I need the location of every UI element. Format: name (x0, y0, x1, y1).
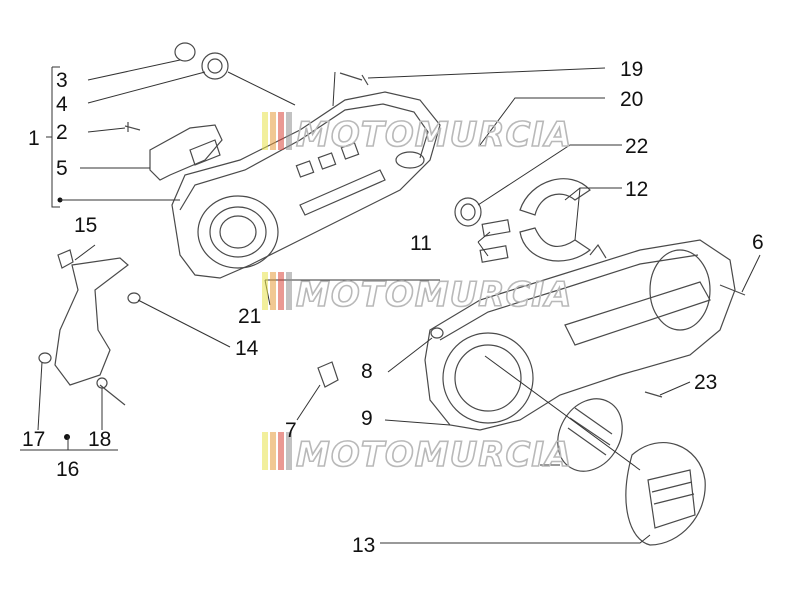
callout-3: 3 (56, 69, 68, 92)
callout-4: 4 (56, 93, 68, 116)
callout-17: 17 (22, 428, 45, 451)
watermark-text: MOTOMURCIA (296, 435, 572, 475)
callout-6: 6 (752, 231, 764, 254)
screw-19-drawing (339, 72, 369, 86)
hose-support-drawing (38, 249, 129, 440)
callout-21: 21 (238, 305, 261, 328)
callout-22: 22 (625, 135, 648, 158)
callout-8: 8 (361, 360, 373, 383)
grille-cover-drawing (557, 398, 706, 546)
pads-shoes-drawing (479, 178, 592, 263)
watermark-bottom: MOTOMURCIA (262, 432, 572, 476)
leader-lines (20, 59, 761, 544)
callout-18: 18 (88, 428, 111, 451)
callout-7: 7 (285, 419, 297, 442)
callout-1: 1 (28, 127, 40, 150)
callout-15: 15 (74, 214, 97, 237)
bracket-drawing (124, 122, 223, 181)
callout-20: 20 (620, 88, 643, 111)
callout-labels: 1 2 3 4 5 6 7 8 9 11 12 13 14 15 16 17 1… (22, 58, 764, 557)
watermark-text: MOTOMURCIA (296, 275, 572, 315)
callout-14: 14 (235, 337, 259, 360)
screw-14-drawing (127, 292, 141, 304)
inner-cover-drawing (171, 91, 441, 279)
callout-13: 13 (352, 534, 375, 557)
callout-19: 19 (620, 58, 643, 81)
watermark-text: MOTOMURCIA (296, 115, 572, 155)
callout-2: 2 (56, 121, 68, 144)
callout-12: 12 (625, 178, 648, 201)
callout-11: 11 (410, 232, 432, 255)
bearing-22-drawing (454, 197, 482, 227)
watermark-top: MOTOMURCIA (262, 112, 572, 156)
watermark-middle: MOTOMURCIA (262, 272, 572, 316)
callout-5: 5 (56, 157, 68, 180)
small-hardware-drawing (317, 284, 746, 398)
callout-9: 9 (361, 407, 373, 430)
callout-23: 23 (694, 371, 717, 394)
outer-cover-drawing (424, 239, 736, 431)
callout-16: 16 (56, 458, 79, 481)
circlip-bearing-drawing (174, 42, 229, 80)
